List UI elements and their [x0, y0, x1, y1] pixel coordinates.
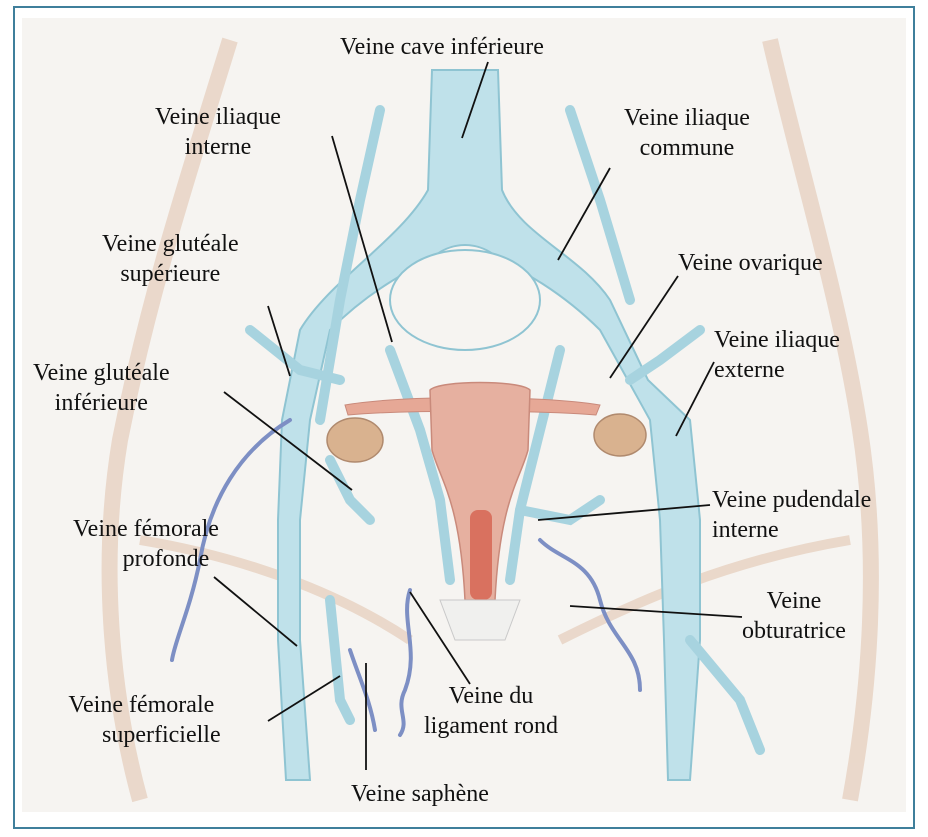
label-line: inférieure	[33, 388, 170, 418]
label-line: obturatrice	[742, 616, 846, 646]
label-iliac-common: Veine iliaque commune	[624, 103, 750, 163]
label-gluteal-inferior: Veine glutéale inférieure	[33, 358, 170, 418]
label-line: ligament rond	[424, 711, 558, 741]
label-line: commune	[624, 133, 750, 163]
label-line: Veine	[742, 586, 846, 616]
label-iliac-internal: Veine iliaque interne	[155, 102, 281, 162]
label-line: interne	[155, 132, 281, 162]
label-line: Veine iliaque	[155, 102, 281, 132]
label-line: interne	[712, 515, 871, 545]
label-line: superficielle	[62, 720, 221, 750]
label-line: Veine saphène	[351, 779, 489, 809]
label-line: Veine glutéale	[102, 229, 239, 259]
label-line: Veine du	[424, 681, 558, 711]
label-line: Veine pudendale	[712, 485, 871, 515]
label-iliac-external: Veine iliaque externe	[714, 325, 840, 385]
label-line: Veine iliaque	[624, 103, 750, 133]
label-line: supérieure	[102, 259, 239, 289]
label-line: Veine fémorale	[62, 690, 221, 720]
label-ovarian: Veine ovarique	[678, 248, 823, 278]
label-saphenous: Veine saphène	[351, 779, 489, 809]
label-line: Veine iliaque	[714, 325, 840, 355]
label-line: externe	[714, 355, 840, 385]
label-obturator: Veine obturatrice	[742, 586, 846, 646]
right-ovary	[594, 414, 646, 456]
bifurcation-gap	[390, 250, 540, 350]
label-line: Veine cave inférieure	[340, 32, 544, 62]
label-round-ligament: Veine du ligament rond	[424, 681, 558, 741]
label-line: Veine fémorale	[73, 514, 219, 544]
left-ovary	[327, 418, 383, 462]
label-line: Veine ovarique	[678, 248, 823, 278]
cervical-canal	[470, 510, 492, 600]
label-femoral-superficial: Veine fémorale superficielle	[62, 690, 221, 750]
label-pudendal-internal: Veine pudendale interne	[712, 485, 871, 545]
label-vena-cava-inferior: Veine cave inférieure	[340, 32, 544, 62]
label-gluteal-superior: Veine glutéale supérieure	[102, 229, 239, 289]
label-femoral-deep: Veine fémorale profonde	[73, 514, 219, 574]
label-line: Veine glutéale	[33, 358, 170, 388]
label-line: profonde	[73, 544, 219, 574]
